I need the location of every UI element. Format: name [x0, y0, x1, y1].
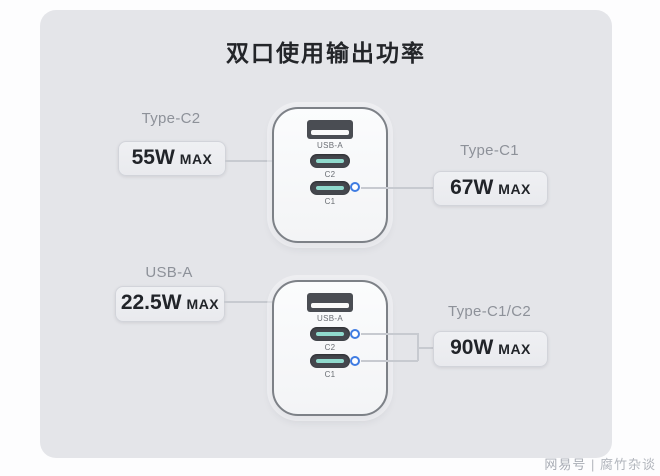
usb-a-tongue — [311, 130, 349, 135]
type-c-pin — [316, 159, 344, 163]
type-c1-port — [310, 354, 350, 368]
connector-dot — [350, 356, 360, 366]
power-unit: MAX — [498, 341, 531, 357]
type-c-pin — [316, 186, 344, 190]
connector-line — [361, 187, 433, 189]
type-c2-port — [310, 327, 350, 341]
type-c2-port-label: C2 — [324, 343, 336, 352]
charger-illustration-bottom: USB-A C2 C1 — [272, 280, 388, 416]
usb-a-port — [307, 293, 353, 312]
page-title: 双口使用输出功率 — [226, 40, 426, 66]
type-c1-port — [310, 181, 350, 195]
usb-a-tongue — [311, 303, 349, 308]
watermark-author: 腐竹杂谈 — [599, 457, 656, 472]
type-c-pin — [316, 359, 344, 363]
type-c1-port-label: C1 — [324, 370, 336, 379]
power-badge-c1: 67W MAX — [433, 171, 548, 206]
charger-illustration-top: USB-A C2 C1 — [272, 107, 388, 243]
connector-dot — [350, 182, 360, 192]
label-type-c1-c2: Type-C1/C2 — [447, 303, 532, 320]
power-value: 67W — [450, 176, 494, 199]
label-usb-a: USB-A — [145, 264, 193, 281]
power-badge-c2: 55W MAX — [118, 141, 226, 176]
watermark-platform: 网易号 — [544, 457, 587, 472]
usb-a-port-label: USB-A — [317, 314, 343, 323]
type-c2-port — [310, 154, 350, 168]
label-type-c1: Type-C1 — [460, 142, 519, 159]
power-value: 90W — [450, 336, 494, 359]
label-type-c2: Type-C2 — [141, 110, 201, 127]
type-c1-port-label: C1 — [324, 197, 336, 206]
type-c-pin — [316, 332, 344, 336]
power-badge-usb-a: 22.5W MAX — [115, 286, 225, 322]
connector-line — [361, 333, 418, 335]
connector-line — [224, 301, 294, 303]
connector-line — [225, 160, 298, 162]
power-unit: MAX — [186, 296, 220, 312]
type-c2-port-label: C2 — [324, 170, 336, 179]
connector-dot — [350, 329, 360, 339]
usb-a-port-label: USB-A — [317, 141, 343, 150]
power-value: 55W — [131, 146, 175, 169]
watermark-separator: | — [590, 457, 596, 472]
watermark: 网易号 | 腐竹杂谈 — [544, 454, 656, 473]
power-value: 22.5W — [120, 291, 182, 314]
usb-a-port — [307, 120, 353, 139]
power-unit: MAX — [498, 181, 531, 197]
power-badge-c1-c2: 90W MAX — [433, 331, 548, 367]
connector-line — [361, 360, 418, 362]
power-unit: MAX — [179, 151, 213, 167]
connector-line — [417, 347, 433, 349]
